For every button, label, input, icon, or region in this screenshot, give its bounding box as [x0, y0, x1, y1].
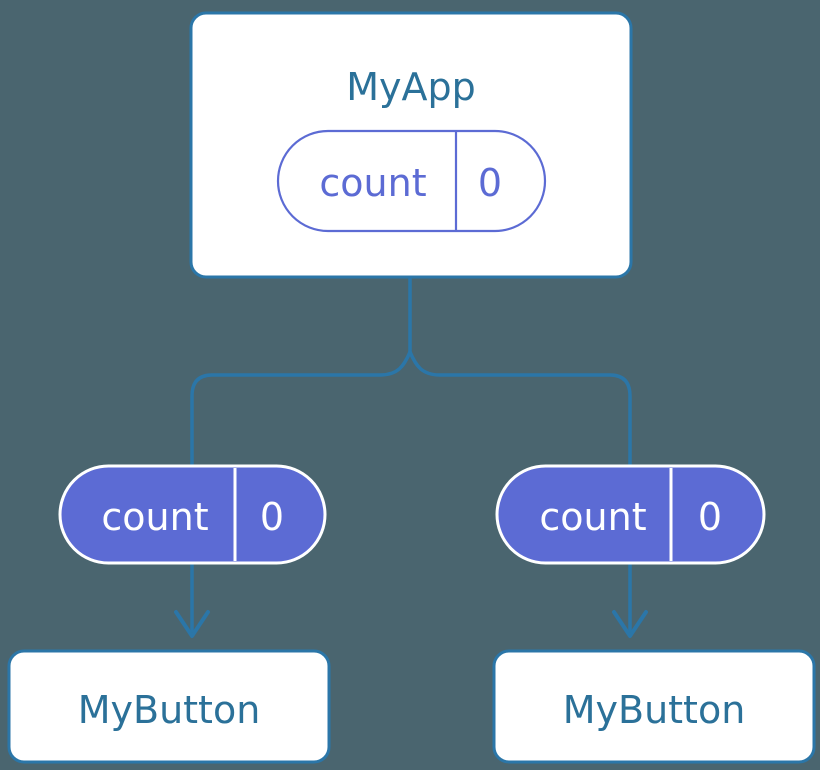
- connector-left-pill-to-button: [174, 563, 210, 638]
- mybutton-left-title: MyButton: [78, 688, 261, 732]
- mybutton-right-box[interactable]: [492, 649, 816, 764]
- left-pill-shape[interactable]: [58, 464, 327, 565]
- node-myapp[interactable]: MyApp count 0: [189, 11, 633, 279]
- right-pill-value: 0: [698, 495, 722, 539]
- connector-branch-right: [408, 350, 632, 468]
- mybutton-left-box[interactable]: [7, 649, 331, 764]
- myapp-state-pill[interactable]: count 0: [276, 129, 547, 233]
- node-mybutton-left[interactable]: MyButton: [7, 649, 331, 764]
- mybutton-right-title: MyButton: [563, 688, 746, 732]
- myapp-pill-outline[interactable]: [276, 129, 547, 233]
- right-prop-pill[interactable]: count 0: [495, 464, 766, 565]
- arrow-head-right-icon: [612, 610, 648, 638]
- arrow-head-left-icon: [174, 610, 210, 638]
- right-pill-shape[interactable]: [495, 464, 766, 565]
- left-pill-key: count: [101, 495, 208, 539]
- myapp-pill-value: 0: [478, 161, 502, 205]
- left-pill-value: 0: [260, 495, 284, 539]
- myapp-title: MyApp: [346, 65, 476, 109]
- connector-right-pill-to-button: [612, 563, 648, 638]
- node-mybutton-right[interactable]: MyButton: [492, 649, 816, 764]
- myapp-pill-key: count: [319, 161, 426, 205]
- connector-fork: [190, 350, 632, 468]
- right-pill-key: count: [539, 495, 646, 539]
- left-prop-pill[interactable]: count 0: [58, 464, 327, 565]
- connector-branch-left: [190, 350, 412, 468]
